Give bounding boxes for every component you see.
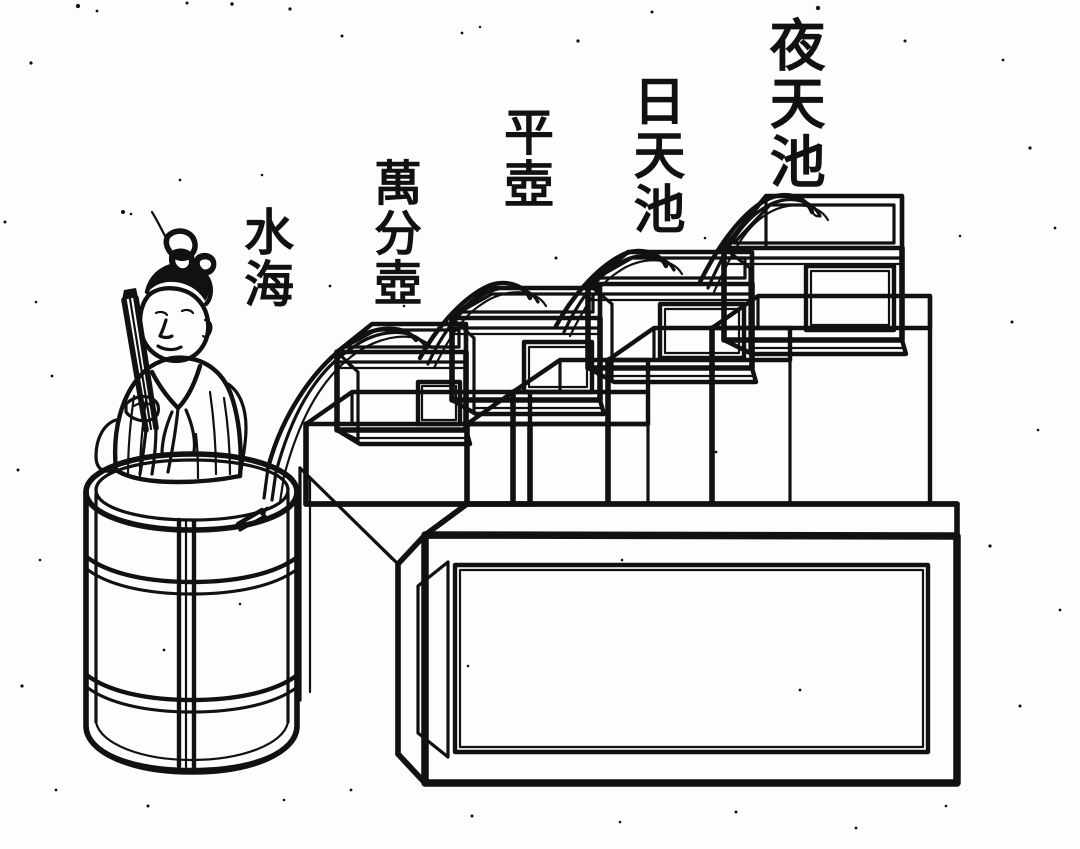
siphon-ping-to-wan [417,280,548,370]
vessel-wan-fen-hu [334,321,473,447]
vessel-ye-tian-chi [721,193,909,357]
siphon-ye-to-ri [697,192,830,294]
label-wan-fen-hu: 萬分壺 [364,158,421,308]
jade-maiden-figure [94,210,248,485]
label-ye-tian-chi: 夜天池 [760,16,827,191]
label-ping-hu: 平壺 [496,106,555,210]
ink-speckles [3,1,1062,830]
pedestal-base [298,466,961,787]
label-ri-tian-chi: 日天池 [624,74,686,237]
siphon-ri-to-ping [553,248,684,338]
vessel-ping-hu [449,285,607,417]
label-shui-hai: 水海 [236,206,295,310]
